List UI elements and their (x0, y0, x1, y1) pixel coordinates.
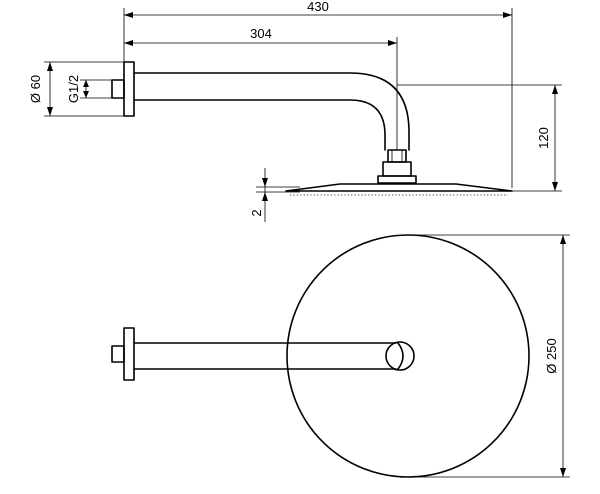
shower-arm-top (133, 342, 397, 370)
dim-head-thickness: 2 (249, 209, 264, 216)
wall-flange-top (123, 327, 135, 381)
dim-head-diameter: Ø 250 (544, 338, 559, 373)
side-view (111, 61, 513, 196)
thread-stub-side (111, 79, 125, 99)
dim-thread: G1/2 (66, 75, 81, 103)
dimensions-side: 430 304 120 Ø 60 G1/2 2 (28, 0, 562, 222)
top-view (111, 234, 530, 478)
swivel-top-outer (385, 341, 415, 371)
shower-arm-side (133, 72, 410, 151)
thread-stub-top (111, 345, 125, 363)
dim-flange-diameter: Ø 60 (28, 75, 43, 103)
dim-arm-length: 304 (250, 26, 272, 41)
swivel-joint-lower (382, 161, 412, 177)
wall-flange-side (123, 61, 135, 117)
dimension-head-diameter: Ø 250 (408, 234, 570, 478)
shower-head-top (286, 234, 530, 478)
shower-head-side (285, 183, 513, 192)
swivel-joint-upper (387, 149, 407, 163)
dim-overall-length: 430 (307, 0, 329, 14)
dim-drop-height: 120 (536, 127, 551, 149)
